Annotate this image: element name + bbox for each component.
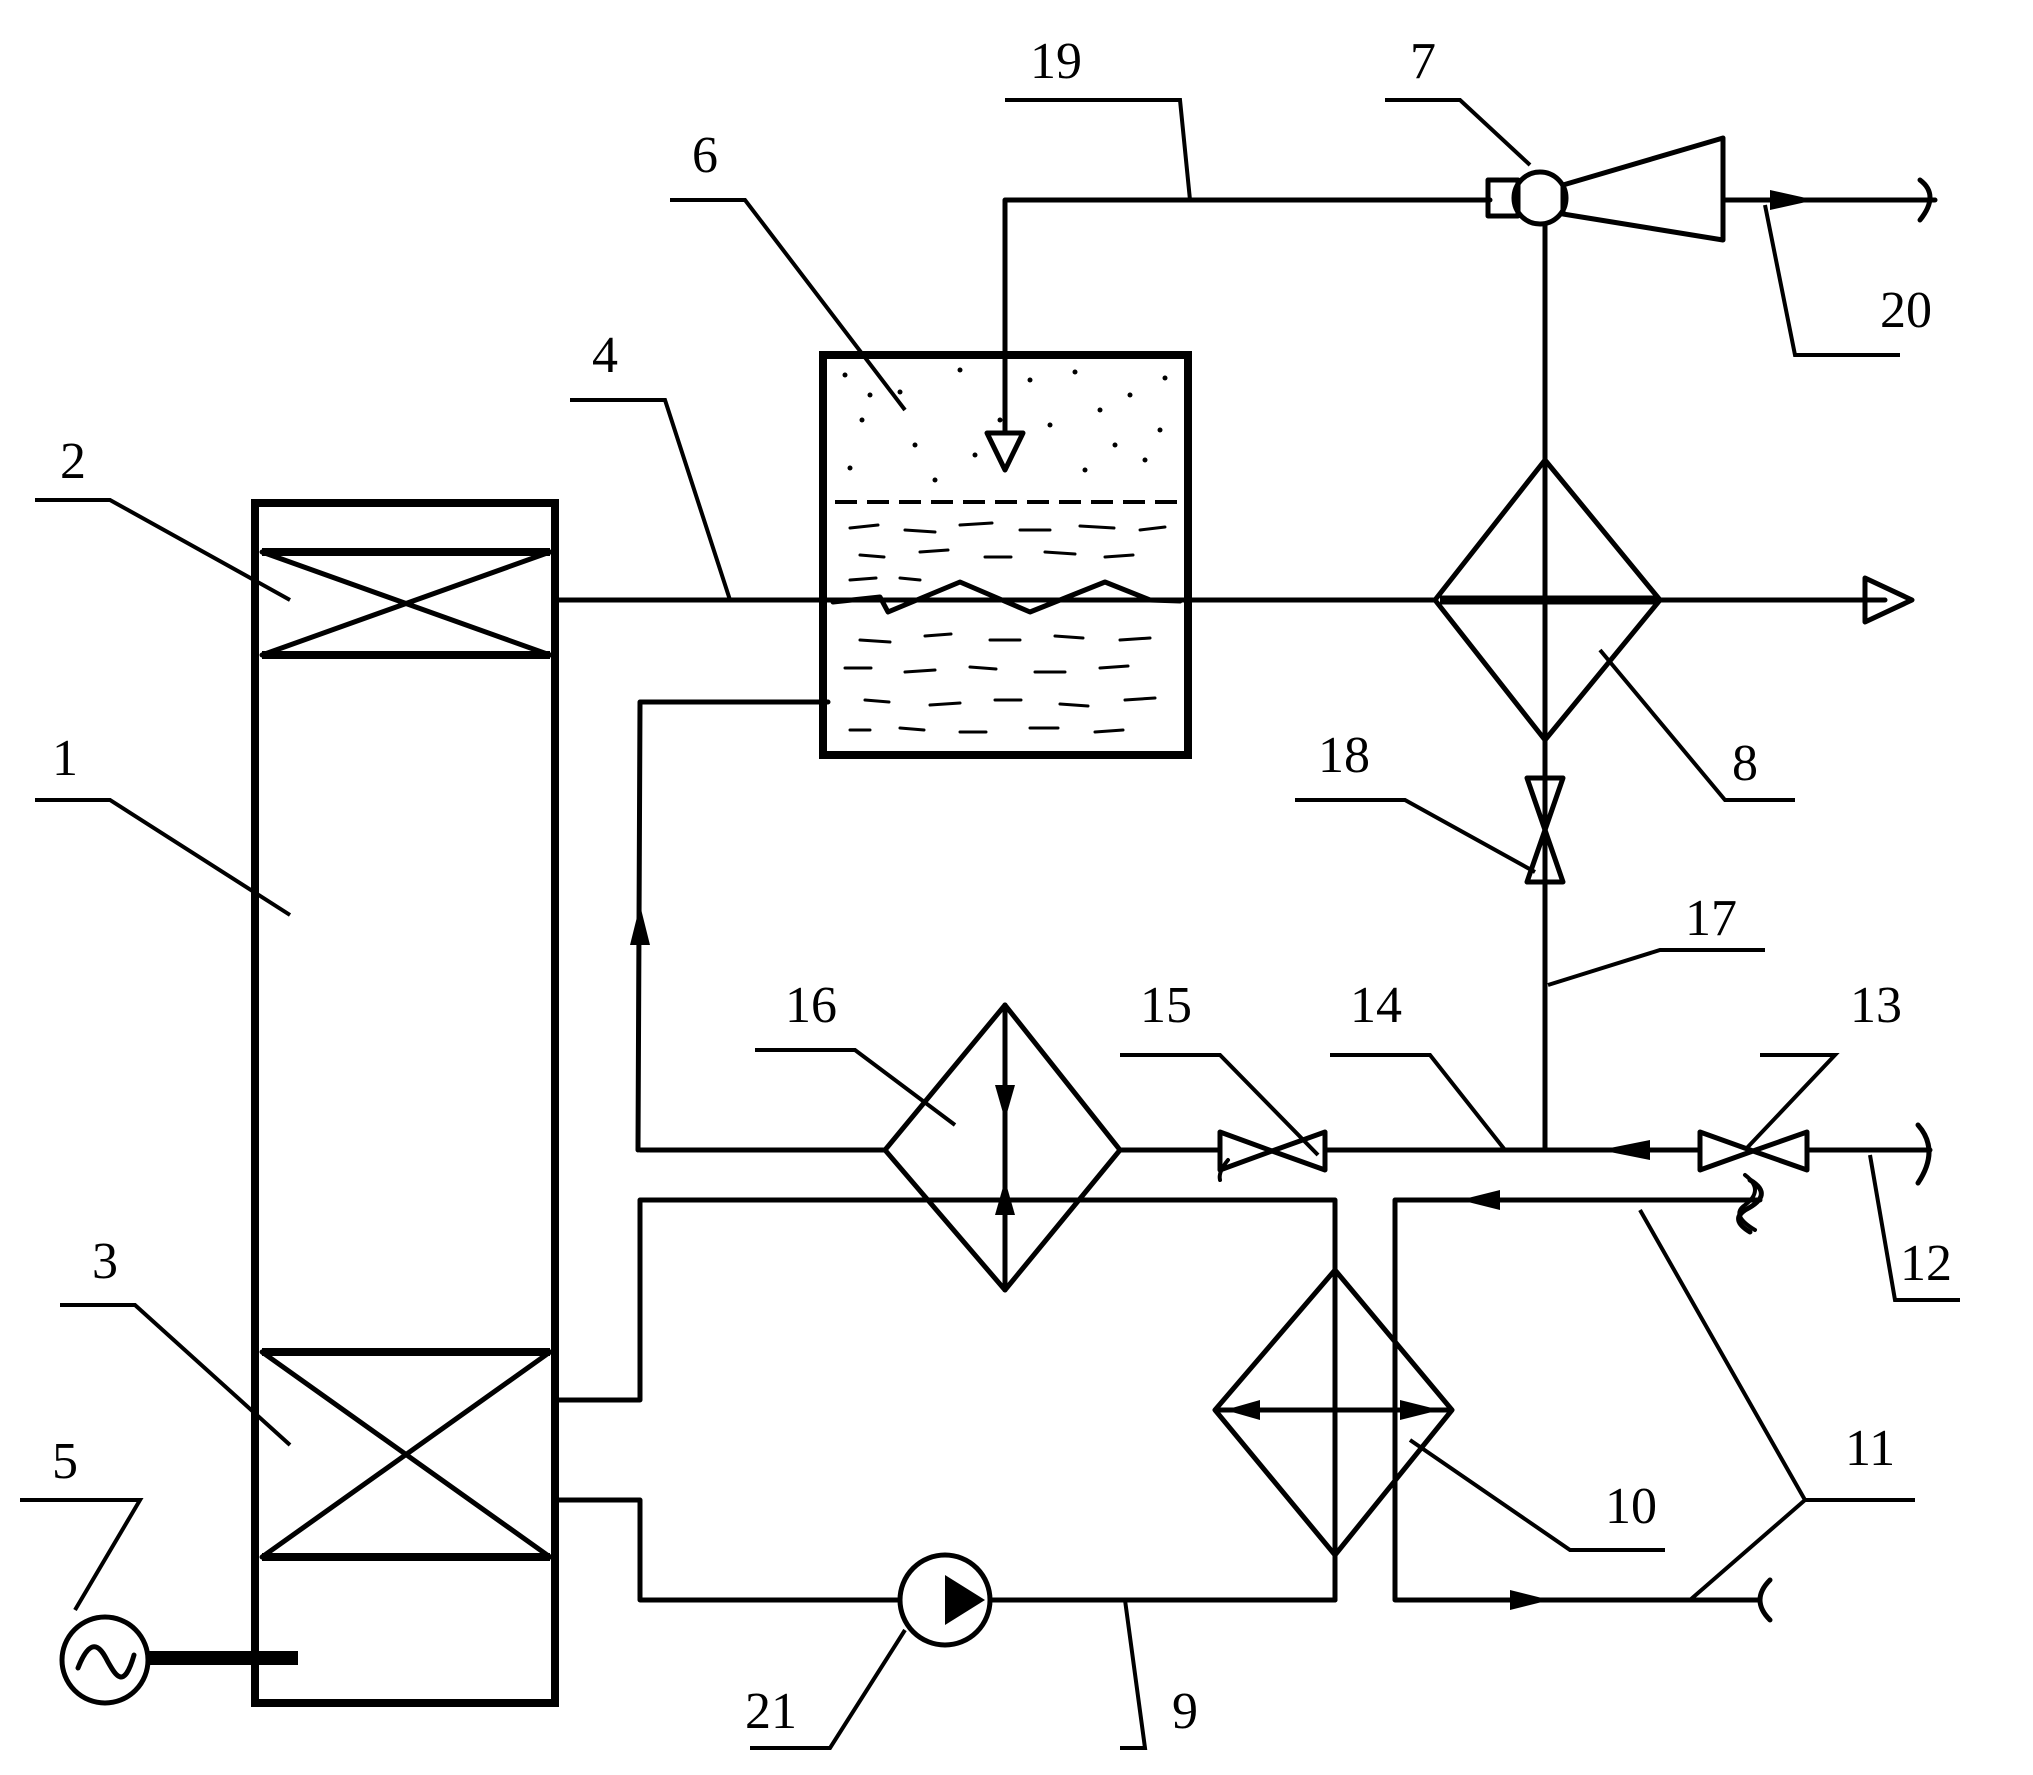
label-8: 8 (1732, 735, 1758, 792)
label-1: 1 (52, 730, 78, 787)
label-5: 5 (52, 1433, 78, 1490)
outlet-nozzle-triangle (987, 433, 1023, 470)
label-7: 7 (1410, 33, 1436, 90)
liquid-texture (845, 523, 1165, 732)
valve-15 (1220, 1132, 1325, 1180)
label-20: 20 (1880, 282, 1932, 339)
label-17: 17 (1685, 890, 1737, 947)
label-10: 10 (1605, 1478, 1657, 1535)
label-12: 12 (1900, 1235, 1952, 1292)
label-3: 3 (92, 1233, 118, 1290)
label-14: 14 (1350, 977, 1402, 1034)
leader-lines (20, 100, 1960, 1748)
label-16: 16 (785, 977, 837, 1034)
lower-bed-3 (262, 1352, 550, 1557)
label-11: 11 (1845, 1420, 1895, 1477)
label-21: 21 (745, 1683, 797, 1740)
label-13: 13 (1850, 977, 1902, 1034)
heat-exchanger-16 (885, 1005, 1120, 1290)
label-6: 6 (692, 127, 718, 184)
label-18: 18 (1318, 727, 1370, 784)
label-4: 4 (592, 327, 618, 384)
label-19: 19 (1030, 33, 1082, 90)
label-2: 2 (60, 433, 86, 490)
label-15: 15 (1140, 977, 1192, 1034)
heater-5 (62, 1617, 298, 1703)
label-9: 9 (1172, 1683, 1198, 1740)
flow-arrow-up (630, 905, 650, 945)
upper-bed-2 (262, 552, 550, 655)
labels: 1 2 3 4 5 6 7 8 9 10 11 12 13 14 15 16 1… (52, 33, 1952, 1740)
ejector-7 (1488, 138, 1723, 240)
pump-21 (900, 1555, 990, 1645)
column-1 (255, 503, 555, 1703)
